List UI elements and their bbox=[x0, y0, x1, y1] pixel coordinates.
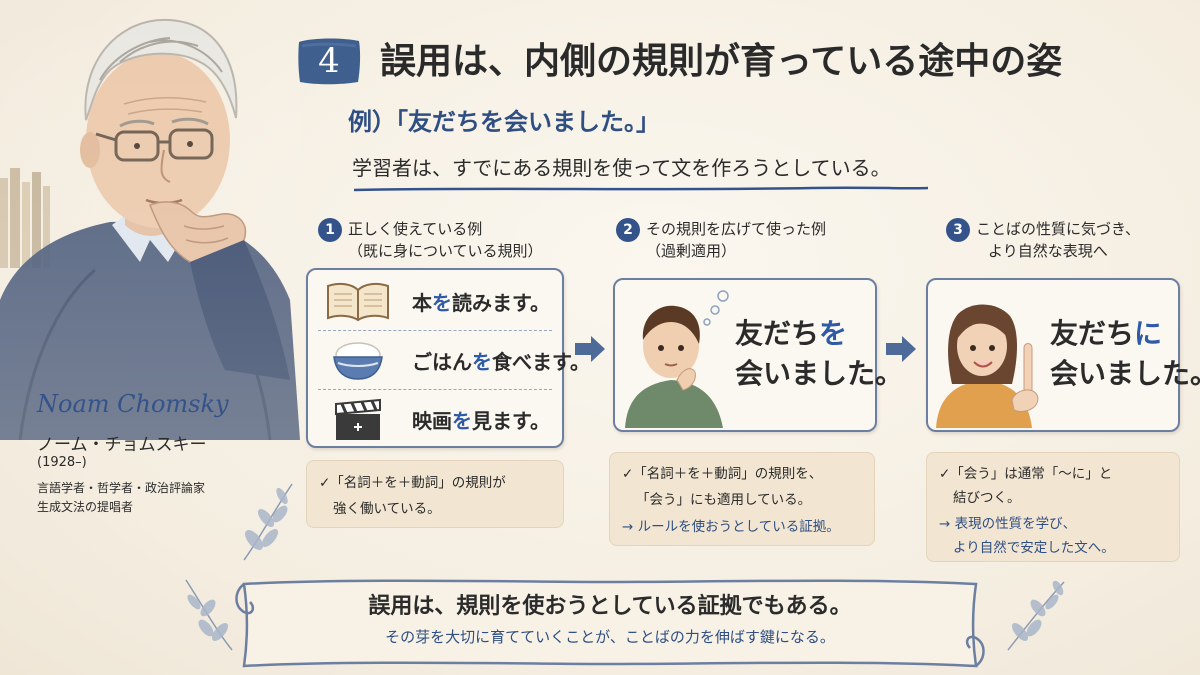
note-line: より自然で安定した文へ。 bbox=[953, 540, 1115, 556]
step3-title: ことばの性質に気づき、 bbox=[976, 220, 1140, 238]
step1-panel: 本を読みます。 ごはんを食べます。 映画を見ます。 bbox=[306, 268, 590, 448]
person-role-line1: 言語学者・哲学者・政治評論家 bbox=[37, 481, 206, 495]
step3-note: ✓「会う」は通常「〜に」と 結びつく。 → 表現の性質を学び、 より自然で安定し… bbox=[926, 452, 1180, 562]
person-years: (1928–) bbox=[37, 455, 87, 470]
intro-text: 学習者は、すでにある規則を使って文を作ろうとしている。 bbox=[352, 156, 891, 180]
footer-scroll-banner bbox=[230, 572, 990, 672]
step2-title: その規則を広げて使った例 bbox=[646, 220, 827, 238]
sentence-text: 本を読みます。 bbox=[412, 287, 550, 316]
step1-header: 1 正しく使えている例 （既に身についている規則） bbox=[318, 218, 543, 262]
section-number: 4 bbox=[318, 41, 340, 81]
step2-panel: 友だちを 会いました。 bbox=[613, 278, 903, 432]
book-icon bbox=[322, 274, 394, 328]
sentence-verb: 見ます。 bbox=[472, 408, 550, 433]
sentence-noun: 友だち bbox=[1050, 317, 1135, 350]
intro-underline bbox=[352, 185, 930, 193]
arrow-right-icon bbox=[573, 334, 607, 364]
row-divider bbox=[318, 330, 552, 331]
sentence-verb: 読みます。 bbox=[452, 290, 550, 315]
note-line: ✓「名詞＋を＋動詞」の規則が bbox=[319, 475, 506, 491]
sentence-verb: 食べます。 bbox=[492, 349, 590, 374]
step1-number: 1 bbox=[318, 218, 342, 242]
sentence-row: ごはんを食べます。 bbox=[308, 333, 590, 387]
person-role-line2: 生成文法の提唱者 bbox=[37, 500, 134, 514]
sentence-row: 本を読みます。 bbox=[308, 274, 562, 328]
sentence-particle: を bbox=[452, 408, 472, 433]
step1-subtitle: （既に身についている規則） bbox=[348, 242, 543, 260]
step1-note: ✓「名詞＋を＋動詞」の規則が 強く働いている。 bbox=[306, 460, 564, 528]
sentence-noun: 映画 bbox=[412, 408, 452, 433]
row-divider bbox=[318, 389, 552, 390]
footer-sub-message: その芽を大切に育てていくことが、ことばの力を伸ばす鍵になる。 bbox=[385, 628, 835, 646]
leaf-branch-decoration bbox=[176, 574, 236, 654]
leaf-branch-decoration bbox=[232, 478, 302, 564]
step2-number: 2 bbox=[616, 218, 640, 242]
note-line: ✓「名詞＋を＋動詞」の規則を、 bbox=[622, 466, 823, 482]
footer-main-message: 誤用は、規則を使おうとしている証拠でもある。 bbox=[368, 594, 852, 619]
rice-bowl-icon bbox=[322, 333, 394, 387]
sentence-particle-wrong: を bbox=[819, 317, 848, 350]
person-name-japanese: ノーム・チョムスキー bbox=[37, 435, 207, 455]
step1-title: 正しく使えている例 bbox=[348, 220, 483, 238]
page-title: 誤用は、内側の規則が育っている途中の姿 bbox=[380, 40, 1063, 82]
note-line: 結びつく。 bbox=[953, 490, 1021, 506]
step2-subtitle: （過剰適用） bbox=[646, 242, 737, 260]
step3-subtitle: より自然な表現へ bbox=[988, 242, 1108, 260]
sentence-noun: 本 bbox=[412, 290, 432, 315]
sentence-particle-correct: に bbox=[1134, 317, 1163, 350]
arrow-right-icon bbox=[884, 334, 918, 364]
sentence-particle: を bbox=[432, 290, 452, 315]
note-line: → ルールを使おうとしている証拠。 bbox=[622, 519, 840, 535]
girl-pointing-illustration bbox=[932, 288, 1042, 428]
person-name-english: Noam Chomsky bbox=[37, 390, 229, 418]
step3-number: 3 bbox=[946, 218, 970, 242]
note-line: 「会う」にも適用している。 bbox=[636, 492, 812, 508]
step2-sentence-line2: 会いました。 bbox=[735, 357, 904, 390]
sentence-particle: を bbox=[472, 349, 492, 374]
note-line: ✓「会う」は通常「〜に」と bbox=[939, 466, 1113, 482]
step2-sentence-line1: 友だちを bbox=[735, 314, 847, 354]
sentence-noun: ごはん bbox=[412, 349, 472, 374]
leaf-branch-decoration bbox=[1004, 574, 1074, 654]
clapperboard-icon bbox=[322, 392, 394, 446]
step3-sentence-line1: 友だちに bbox=[1050, 314, 1162, 354]
sentence-text: 映画を見ます。 bbox=[412, 405, 550, 434]
sentence-row: 映画を見ます。 bbox=[308, 392, 562, 446]
sentence-noun: 友だち bbox=[735, 317, 820, 350]
note-line: 強く働いている。 bbox=[333, 501, 441, 517]
thinking-boy-illustration bbox=[619, 288, 729, 428]
step3-panel: 友だちに 会いました。 bbox=[926, 278, 1200, 432]
portrait-illustration bbox=[0, 0, 300, 440]
example-sentence: 例）「友だちを会いました。」 bbox=[348, 108, 660, 136]
sentence-text: ごはんを食べます。 bbox=[412, 346, 590, 375]
step2-note: ✓「名詞＋を＋動詞」の規則を、 「会う」にも適用している。 → ルールを使おうと… bbox=[609, 452, 875, 546]
step2-header: 2 その規則を広げて使った例 （過剰適用） bbox=[616, 218, 826, 262]
note-line: → 表現の性質を学び、 bbox=[939, 516, 1077, 532]
section-number-badge: 4 bbox=[296, 36, 362, 86]
step3-sentence-line2: 会いました。 bbox=[1050, 357, 1200, 390]
step3-header: 3 ことばの性質に気づき、 より自然な表現へ bbox=[946, 218, 1140, 262]
